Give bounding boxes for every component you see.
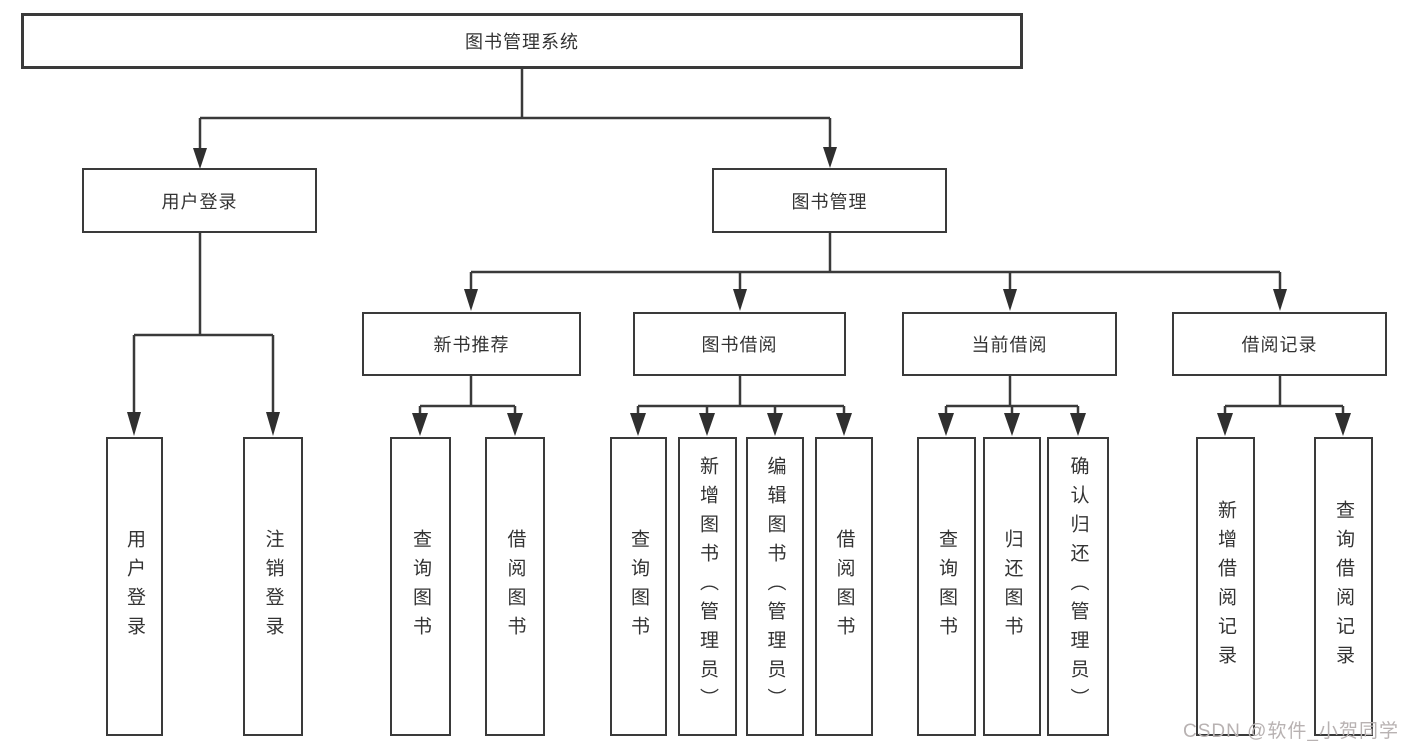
leaf-query-books-current-label: 查询图书 xyxy=(936,528,957,645)
connector-new-book-recommendation-children xyxy=(412,376,523,436)
leaf-query-borrow-record-label: 查询借阅记录 xyxy=(1333,499,1354,674)
leaf-borrow-books-borrowing: 借阅图书 xyxy=(815,437,873,736)
node-library-management-system: 图书管理系统 xyxy=(21,13,1023,69)
leaf-return-book: 归还图书 xyxy=(983,437,1041,736)
leaf-edit-book-admin: 编辑图书（管理员） xyxy=(746,437,804,736)
leaf-query-books-recommend: 查询图书 xyxy=(390,437,451,736)
connector-book-borrowing-children xyxy=(630,375,852,436)
leaf-query-books-borrowing-label: 查询图书 xyxy=(628,528,649,645)
node-new-book-recommendation-label: 新书推荐 xyxy=(433,335,510,355)
node-user-login-label: 用户登录 xyxy=(161,191,238,212)
node-new-book-recommendation: 新书推荐 xyxy=(362,312,581,376)
node-borrow-records-label: 借阅记录 xyxy=(1241,335,1318,355)
leaf-query-books-current: 查询图书 xyxy=(917,437,976,736)
leaf-add-borrow-record-label: 新增借阅记录 xyxy=(1215,499,1236,674)
leaf-logout-label: 注销登录 xyxy=(262,528,284,645)
leaf-add-borrow-record: 新增借阅记录 xyxy=(1196,437,1255,736)
node-book-management-label: 图书管理 xyxy=(791,191,868,212)
node-library-management-system-label: 图书管理系统 xyxy=(465,32,579,52)
node-current-borrowing-label: 当前借阅 xyxy=(971,335,1048,355)
leaf-return-book-label: 归还图书 xyxy=(1001,528,1023,645)
leaf-user-login-label: 用户登录 xyxy=(124,528,145,645)
node-current-borrowing: 当前借阅 xyxy=(902,312,1117,376)
leaf-confirm-return-admin: 确认归还（管理员） xyxy=(1047,437,1109,736)
leaf-add-book-admin-label: 新增图书（管理员） xyxy=(697,456,718,717)
leaf-query-books-borrowing: 查询图书 xyxy=(610,437,667,736)
node-book-management: 图书管理 xyxy=(712,168,947,233)
leaf-borrow-books-recommend-label: 借阅图书 xyxy=(504,528,526,645)
connector-user-login-children xyxy=(127,233,280,436)
csdn-watermark: CSDN @软件_小贺同学 xyxy=(1183,721,1399,742)
leaf-edit-book-admin-label: 编辑图书（管理员） xyxy=(764,456,786,717)
leaf-query-borrow-record: 查询借阅记录 xyxy=(1314,437,1373,736)
leaf-borrow-books-borrowing-label: 借阅图书 xyxy=(833,528,855,645)
leaf-query-books-recommend-label: 查询图书 xyxy=(410,528,431,645)
leaf-borrow-books-recommend: 借阅图书 xyxy=(485,437,545,736)
node-book-borrowing-label: 图书借阅 xyxy=(701,335,778,355)
leaf-user-login: 用户登录 xyxy=(106,437,163,736)
leaf-confirm-return-admin-label: 确认归还（管理员） xyxy=(1067,456,1089,717)
connector-borrow-records-children xyxy=(1217,375,1351,436)
connector-current-borrowing-children xyxy=(938,375,1086,436)
connector-root-to-level2 xyxy=(193,69,837,169)
node-borrow-records: 借阅记录 xyxy=(1172,312,1387,376)
leaf-add-book-admin: 新增图书（管理员） xyxy=(678,437,737,736)
node-book-borrowing: 图书借阅 xyxy=(633,312,846,376)
node-user-login: 用户登录 xyxy=(82,168,317,233)
connector-book-management-children xyxy=(464,233,1287,311)
leaf-logout: 注销登录 xyxy=(243,437,303,736)
